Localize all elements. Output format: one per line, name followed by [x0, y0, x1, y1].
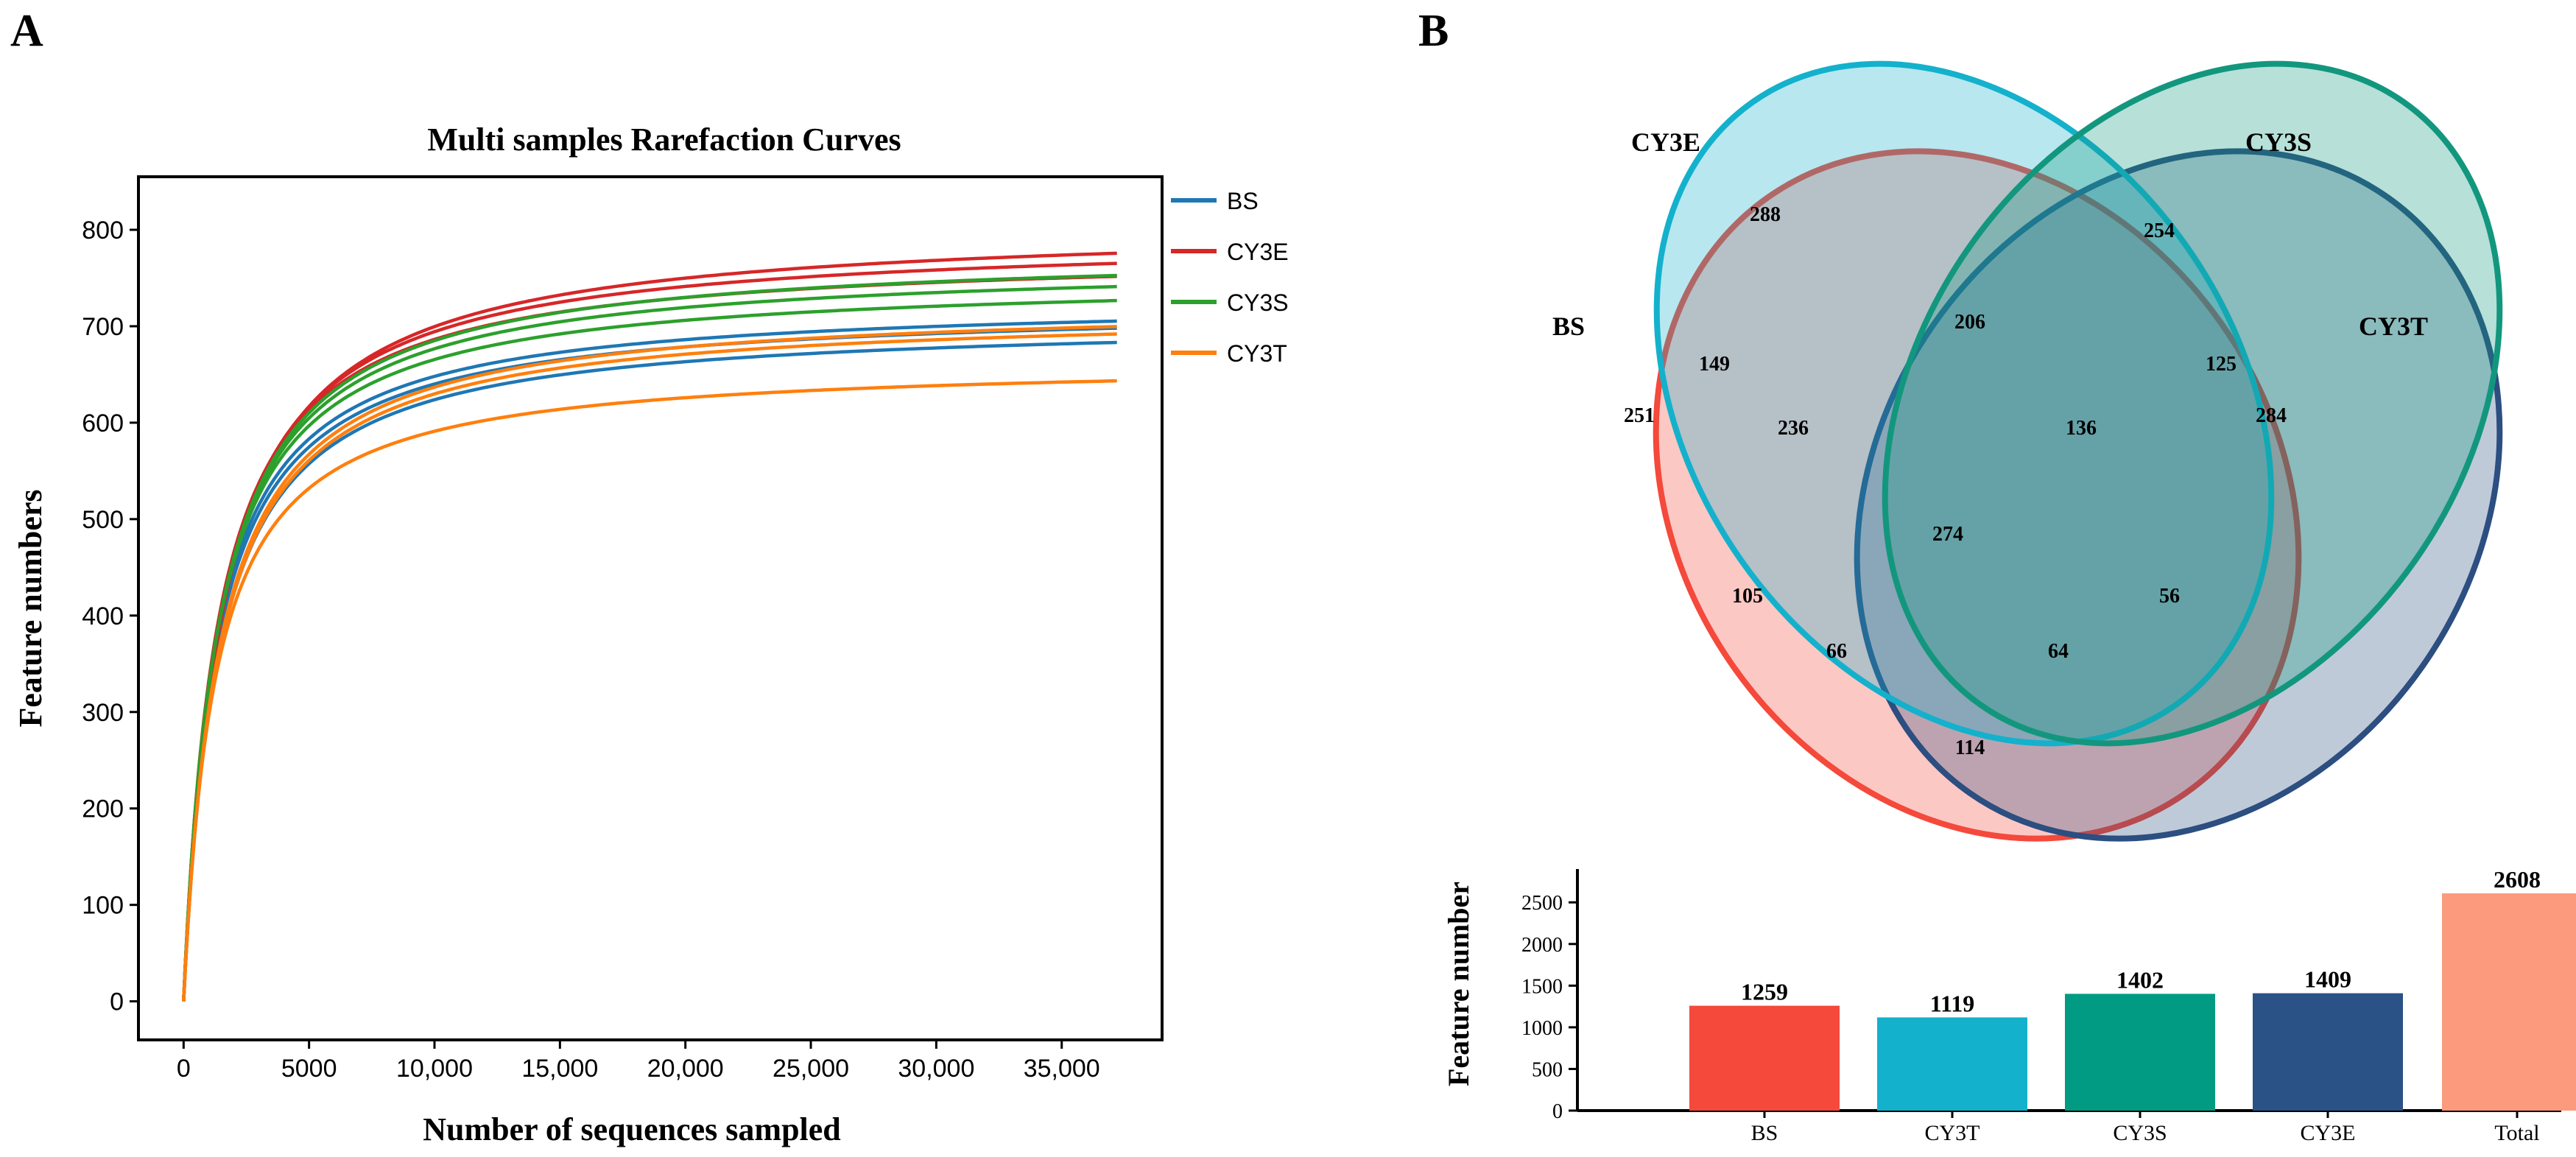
- bar-y-tick-label: 1500: [1521, 975, 1563, 998]
- bar-value-label: 1409: [2304, 966, 2351, 993]
- venn-region-value: 206: [1954, 311, 1985, 334]
- venn-region-value: 66: [1826, 640, 1847, 663]
- bar-cy3e: [2253, 993, 2403, 1111]
- venn-region-value: 149: [1699, 353, 1730, 376]
- venn-set-label-cy3t: CY3T: [2359, 312, 2428, 341]
- y-axis-title: Feature numbers: [13, 489, 49, 727]
- y-tick-label: 500: [82, 506, 124, 534]
- curve-bs: [182, 319, 1117, 1002]
- y-tick-label: 600: [82, 409, 124, 437]
- venn-diagram: CY3E CY3S BS CY3T 288 254 251 284 206 14…: [1552, 60, 2503, 842]
- bar-y-axis-title: Feature number: [1442, 882, 1475, 1086]
- venn-region-value: 251: [1624, 404, 1655, 427]
- x-tick-label: 10,000: [396, 1055, 473, 1083]
- venn-region-value: 274: [1932, 523, 1963, 546]
- bar-y-tick-label: 1000: [1521, 1017, 1563, 1040]
- venn-region-value: 288: [1750, 203, 1781, 226]
- venn-region-value: 56: [2159, 585, 2180, 608]
- bar-y-axis-ticks: 0 500 1000 1500 2000 2500: [1521, 892, 1577, 1123]
- bar-category-label: CY3E: [2301, 1121, 2356, 1145]
- bar-y-tick-label: 2500: [1521, 892, 1563, 915]
- y-tick-label: 400: [82, 602, 124, 630]
- legend: BS CY3E CY3S CY3T: [1171, 188, 1289, 367]
- venn-ellipse-cy3s: [1882, 60, 2503, 747]
- venn-region-value: 254: [2144, 219, 2175, 242]
- bar-total: [2442, 893, 2576, 1111]
- venn-region-value: 64: [2048, 640, 2069, 663]
- curve-bs: [182, 326, 1117, 1002]
- venn-region-value: 114: [1955, 736, 1985, 759]
- bar-y-tick-label: 0: [1552, 1100, 1563, 1123]
- rarefaction-curves: [182, 251, 1117, 1002]
- bar-value-label: 1259: [1741, 979, 1788, 1005]
- y-tick-label: 0: [110, 988, 124, 1016]
- plot-frame: [137, 175, 1164, 1041]
- venn-region-value: 105: [1732, 585, 1763, 608]
- x-tick-label: 0: [177, 1055, 191, 1083]
- curve-cy3e: [182, 261, 1117, 1002]
- bar-value-label: 1119: [1930, 990, 1974, 1016]
- bar-category-label: Total: [2494, 1121, 2539, 1145]
- y-tick-label: 700: [82, 313, 124, 341]
- y-tick-label: 100: [82, 892, 124, 920]
- curve-cy3s: [182, 298, 1117, 1002]
- bar-cy3t: [1877, 1017, 2027, 1111]
- panel-label-b: B: [1418, 6, 1449, 56]
- x-tick-label: 25,000: [773, 1055, 849, 1083]
- bar-category-label: CY3T: [1925, 1121, 1980, 1145]
- y-tick-label: 300: [82, 699, 124, 727]
- venn-set-label-cy3s: CY3S: [2245, 127, 2312, 157]
- y-axis-ticks: 0 100 200 300 400 500 600 700 800: [82, 217, 138, 1016]
- legend-label: BS: [1227, 188, 1259, 214]
- venn-region-value: 236: [1778, 417, 1809, 440]
- x-tick-label: 30,000: [898, 1055, 974, 1083]
- bar-y-tick-label: 500: [1532, 1058, 1563, 1081]
- y-tick-label: 200: [82, 795, 124, 823]
- bar-y-tick-label: 2000: [1521, 934, 1563, 957]
- venn-ellipse-bs: [1653, 148, 2302, 842]
- x-tick-label: 20,000: [647, 1055, 724, 1083]
- y-tick-label: 800: [82, 217, 124, 245]
- bar-bs: [1689, 1005, 1840, 1111]
- x-tick-label: 35,000: [1024, 1055, 1100, 1083]
- bar-category-label: CY3S: [2113, 1121, 2167, 1145]
- x-axis-title: Number of sequences sampled: [423, 1111, 841, 1147]
- venn-ellipse-cy3e: [1653, 60, 2275, 747]
- bar-value-label: 2608: [2494, 866, 2541, 893]
- x-axis-ticks: 0 5000 10,000 15,000 20,000 25,000 30,000 35,00…: [177, 1040, 1100, 1083]
- legend-label: CY3E: [1227, 239, 1289, 265]
- legend-label: CY3S: [1227, 289, 1289, 316]
- panel-label-a: A: [10, 6, 43, 56]
- bar-value-label: 1402: [2116, 966, 2164, 993]
- chart-title: Multi samples Rarefaction Curves: [427, 122, 901, 158]
- x-tick-label: 15,000: [521, 1055, 598, 1083]
- x-tick-label: 5000: [281, 1055, 337, 1083]
- venn-region-value: 125: [2206, 353, 2237, 376]
- venn-region-value: 284: [2256, 404, 2287, 427]
- legend-label: CY3T: [1227, 340, 1287, 367]
- venn-region-value: 136: [2066, 417, 2097, 440]
- curve-cy3t: [182, 379, 1117, 1002]
- bar-cy3s: [2065, 994, 2215, 1111]
- feature-bar-chart: Feature number 0 500 1000 1500 2000 2500 1259…: [1442, 866, 2576, 1145]
- bar-category-label: BS: [1751, 1121, 1778, 1145]
- venn-set-label-bs: BS: [1552, 312, 1585, 341]
- venn-set-label-cy3e: CY3E: [1631, 127, 1700, 157]
- venn-ellipse-cy3t: [1854, 148, 2503, 842]
- curve-cy3t: [182, 332, 1117, 1002]
